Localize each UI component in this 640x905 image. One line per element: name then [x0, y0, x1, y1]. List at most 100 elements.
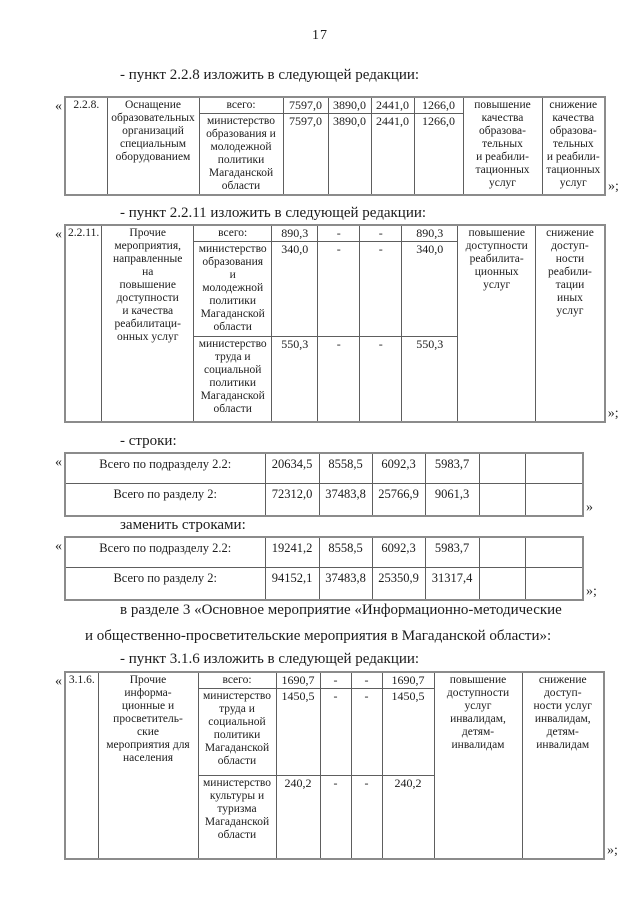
- executor-cell: министерство образования и молодежной по…: [193, 241, 273, 337]
- table-row: министерство труда и социальной политики…: [65, 336, 605, 423]
- open-quote-mark: «: [55, 227, 62, 242]
- point-316-table-block: « 3.1.6. Прочие информа- ционные и просв…: [55, 671, 618, 860]
- value-cell: 94152,1: [264, 567, 320, 601]
- value-cell: 5983,7: [424, 536, 480, 568]
- table-row: министерство культуры и туризма Магаданс…: [65, 775, 604, 860]
- measure-title-cell: Оснащение образовательных организаций сп…: [106, 96, 200, 196]
- executor-cell: министерство образования и молодежной по…: [198, 113, 284, 196]
- empty-cell: [478, 536, 526, 568]
- close-quote-mark: »;: [607, 843, 618, 858]
- value-cell: -: [317, 241, 361, 337]
- totals-new-table: Всего по подразделу 2.2: 19241,2 8558,5 …: [64, 536, 584, 601]
- value-cell: 890,3: [271, 224, 319, 242]
- empty-cell: [478, 483, 526, 517]
- measure-title-cell: Прочие информа- ционные и просветитель- …: [97, 671, 199, 860]
- paragraph-line: в разделе 3 «Основное мероприятие «Инфор…: [120, 602, 562, 618]
- table-row: Всего по разделу 2: 94152,1 37483,8 2535…: [64, 567, 584, 601]
- value-cell: 1450,5: [381, 688, 435, 776]
- point-2211-table: 2.2.11. Прочие мероприятия, направленные…: [64, 224, 606, 423]
- table-row: 2.2.11. Прочие мероприятия, направленные…: [64, 224, 606, 423]
- table-row: министерство труда и социальной политики…: [65, 688, 604, 776]
- value-cell: -: [317, 224, 361, 242]
- value-cell: 3890,0: [327, 96, 372, 114]
- empty-cell: [524, 483, 584, 517]
- point-228-table-block: « 2.2.8. Оснащение образовательных орган…: [55, 96, 619, 196]
- close-quote-mark: »;: [608, 179, 619, 194]
- value-cell: 1690,7: [275, 671, 321, 689]
- value-cell: 20634,5: [264, 452, 320, 484]
- value-cell: 37483,8: [318, 567, 373, 601]
- table-row: 3.1.6. Прочие информа- ционные и просвет…: [64, 671, 605, 860]
- row-label-cell: Всего по подразделу 2.2:: [64, 452, 266, 484]
- value-cell: 2441,0: [370, 113, 415, 196]
- table-row: Всего по подразделу 2.2: 19241,2 8558,5 …: [64, 536, 584, 568]
- value-cell: -: [350, 688, 383, 776]
- value-cell: 37483,8: [318, 483, 373, 517]
- value-cell: 1450,5: [275, 688, 321, 776]
- value-cell: 7597,0: [282, 96, 329, 114]
- executor-cell: министерство культуры и туризма Магаданс…: [197, 775, 277, 860]
- totals-new-table-block: « Всего по подразделу 2.2: 19241,2 8558,…: [55, 536, 597, 601]
- value-cell: 25766,9: [371, 483, 426, 517]
- value-cell: 8558,5: [318, 536, 373, 568]
- row-label-cell: Всего по разделу 2:: [64, 483, 266, 517]
- table-row: министерство образования и молодежной по…: [65, 113, 605, 196]
- value-cell: -: [359, 224, 403, 242]
- empty-cell: [524, 452, 584, 484]
- value-cell: 1266,0: [413, 113, 464, 196]
- row-label-cell: Всего по подразделу 2.2:: [64, 536, 266, 568]
- table-row: министерство образования и молодежной по…: [65, 241, 605, 337]
- paragraph-line: и общественно-просветительские мероприят…: [85, 628, 552, 644]
- value-cell: 7597,0: [282, 113, 329, 196]
- value-cell: -: [317, 336, 361, 423]
- item-number-cell: 3.1.6.: [64, 671, 99, 860]
- value-cell: -: [350, 775, 383, 860]
- value-cell: 1690,7: [381, 671, 435, 689]
- empty-cell: [478, 567, 526, 601]
- measure-title-cell: Прочие мероприятия, направленные на повы…: [101, 224, 195, 423]
- open-quote-mark: «: [55, 99, 62, 114]
- value-cell: 6092,3: [371, 452, 426, 484]
- value-cell: 6092,3: [371, 536, 426, 568]
- value-cell: 8558,5: [318, 452, 373, 484]
- effect-negative-cell: снижение доступ- ности реабили- тации ин…: [535, 224, 606, 423]
- section-3-paragraph: в разделе 3 «Основное мероприятие «Инфор…: [85, 597, 595, 649]
- point-228-table: 2.2.8. Оснащение образовательных организ…: [64, 96, 606, 196]
- value-cell: 240,2: [381, 775, 435, 860]
- value-cell: 31317,4: [424, 567, 480, 601]
- amendment-instruction-316: - пункт 3.1.6 изложить в следующей редак…: [120, 651, 420, 667]
- value-cell: -: [319, 688, 352, 776]
- executor-cell: министерство труда и социальной политики…: [197, 688, 277, 776]
- value-cell: 890,3: [401, 224, 459, 242]
- table-row: Всего по разделу 2: 72312,0 37483,8 2576…: [64, 483, 584, 517]
- value-cell: 240,2: [275, 775, 321, 860]
- amendment-instruction-228: - пункт 2.2.8 изложить в следующей редак…: [120, 67, 420, 83]
- effect-positive-cell: повышение качества образова- тельных и р…: [462, 96, 543, 196]
- value-cell: -: [319, 671, 352, 689]
- executor-cell: всего:: [193, 224, 273, 242]
- rows-instruction: - строки:: [120, 433, 177, 449]
- empty-cell: [478, 452, 526, 484]
- empty-cell: [524, 536, 584, 568]
- effect-positive-cell: повышение доступности услуг инвалидам, д…: [433, 671, 523, 860]
- empty-cell: [524, 567, 584, 601]
- open-quote-mark: «: [55, 455, 62, 470]
- value-cell: 340,0: [401, 241, 459, 337]
- value-cell: 3890,0: [327, 113, 372, 196]
- item-number-cell: 2.2.8.: [64, 96, 108, 196]
- value-cell: -: [359, 241, 403, 337]
- item-number-cell: 2.2.11.: [64, 224, 103, 423]
- value-cell: 19241,2: [264, 536, 320, 568]
- value-cell: 2441,0: [370, 96, 415, 114]
- value-cell: 340,0: [271, 241, 319, 337]
- row-label-cell: Всего по разделу 2:: [64, 567, 266, 601]
- point-316-table: 3.1.6. Прочие информа- ционные и просвет…: [64, 671, 605, 860]
- table-row: Всего по подразделу 2.2: 20634,5 8558,5 …: [64, 452, 584, 484]
- open-quote-mark: «: [55, 539, 62, 554]
- value-cell: -: [359, 336, 403, 423]
- value-cell: 550,3: [401, 336, 459, 423]
- effect-negative-cell: снижение доступ- ности услуг инвалидам, …: [521, 671, 605, 860]
- effect-positive-cell: повышение доступности реабилита- ционных…: [457, 224, 537, 423]
- value-cell: -: [350, 671, 383, 689]
- executor-cell: всего:: [197, 671, 277, 689]
